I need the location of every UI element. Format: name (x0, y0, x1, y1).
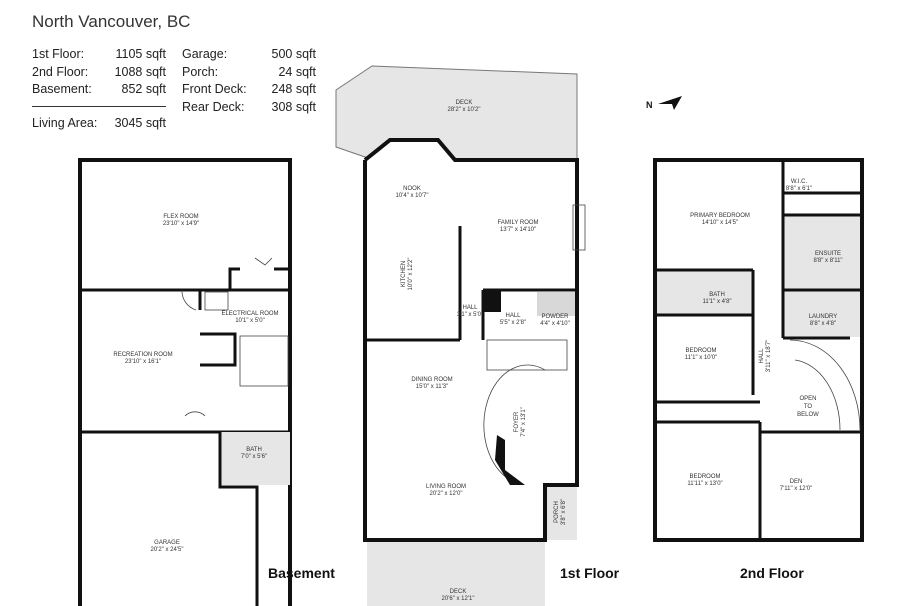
room-label: PORCH (554, 501, 560, 523)
room-label: 3'8" x 6'8" (561, 499, 567, 525)
room-label: ELECTRICAL ROOM (221, 311, 278, 317)
compass-north-arrow-icon: N (646, 96, 682, 110)
room-label: 4'4" x 4'10" (540, 321, 570, 327)
room-label: 11'1" x 10'0" (685, 355, 717, 361)
room-label: ENSUITE (815, 251, 841, 257)
room-label: KITCHEN (401, 261, 407, 287)
room-label: 8'8" x 6'1" (786, 186, 812, 192)
stat-label: 1st Floor: (32, 47, 85, 61)
room-label: DECK (456, 100, 473, 106)
room-label: FOYER (514, 411, 520, 432)
room-label: 15'0" x 11'3" (416, 384, 448, 390)
room-label: DEN (790, 479, 803, 485)
page-title: North Vancouver, BC (32, 12, 191, 31)
room-label: 7'0" x 5'6" (241, 454, 267, 460)
room-label: 23'10" x 16'1" (125, 359, 161, 365)
room-label: 7'11" x 12'0" (780, 486, 812, 492)
room-label: 3'11" x 18'7" (766, 340, 772, 372)
stat-label: Basement: (32, 82, 92, 96)
room-label: GARAGE (154, 540, 180, 546)
room-label: 10'4" x 10'7" (396, 193, 429, 199)
room-label: 20'2" x 24'5" (151, 547, 184, 553)
room-label: 20'6" x 12'1" (442, 596, 475, 602)
room-label: 23'10" x 14'9" (163, 221, 199, 227)
room-label: 10'1" x 5'0" (235, 318, 265, 324)
room-label: BATH (709, 292, 725, 298)
divider (32, 106, 166, 107)
stat-value: 24 sqft (278, 64, 316, 79)
room-label: 14'10" x 14'5" (702, 220, 738, 226)
room-label: HALL (462, 305, 478, 311)
room-label: BEDROOM (685, 348, 716, 354)
room-label: 10'0" x 12'2" (408, 258, 414, 291)
stat-row: Rear Deck: 308 sqft (182, 99, 316, 117)
stat-value: 308 sqft (271, 99, 316, 114)
room-label: W.I.C. (791, 179, 808, 185)
room-label: 11'11" x 13'0" (687, 481, 722, 487)
stat-label: Front Deck: (182, 82, 247, 96)
stat-value: 1105 sqft (115, 47, 166, 61)
living-area-total: Living Area: 3045 sqft (32, 116, 166, 130)
room-label: NOOK (403, 186, 421, 192)
room-label: DINING ROOM (411, 377, 452, 383)
stat-label: Porch: (182, 64, 219, 79)
stat-label: Garage: (182, 47, 228, 61)
room-label: 28'2" x 10'2" (448, 107, 481, 113)
basement-plan: FLEX ROOM 23'10" x 14'9" ELECTRICAL ROOM… (78, 158, 292, 606)
room-label: 8'8" x 4'8" (810, 321, 836, 327)
stat-row: 1st Floor: 1105 sqft (32, 46, 166, 64)
room-label: BEDROOM (689, 474, 720, 480)
room-label: LAUNDRY (809, 314, 838, 320)
room-label: FLEX ROOM (163, 214, 198, 220)
stat-value: 248 sqft (271, 82, 316, 96)
room-label: LIVING ROOM (426, 484, 466, 490)
room-label: HALL (759, 348, 765, 364)
stat-value: 500 sqft (271, 47, 316, 61)
extra-area-stats: Garage: 500 sqft Porch: 24 sqft Front Deck… (182, 46, 316, 116)
stat-value: 1088 sqft (114, 64, 166, 79)
stat-row: Porch: 24 sqft (182, 64, 316, 82)
room-label: 3'1" x 5'0" (457, 312, 483, 318)
second-floor-plan: W.I.C. 8'8" x 6'1" PRIMARY BEDROOM 14'10… (653, 158, 864, 542)
stat-row: Garage: 500 sqft (182, 46, 316, 64)
first-floor-plan: DECK 28'2" x 10'2" NOOK 10'4" x 10'7" FA… (335, 65, 586, 606)
room-label-open-to-below: OPEN TO BELOW (797, 396, 819, 418)
room-label: BATH (246, 447, 262, 453)
floor-label-basement: Basement (268, 565, 335, 581)
floor-label-1st-floor: 1st Floor (560, 565, 620, 581)
room-label: PRIMARY BEDROOM (690, 213, 750, 219)
room-label: FAMILY ROOM (497, 220, 538, 226)
room-label: 11'1" x 4'8" (702, 299, 731, 305)
room-label: RECREATION ROOM (113, 352, 172, 358)
room-label: POWDER (542, 314, 570, 320)
room-label: 5'5" x 2'8" (500, 320, 526, 326)
room-label: 20'2" x 12'0" (430, 491, 463, 497)
room-label: 7'4" x 13'1" (521, 407, 527, 437)
stat-row: Front Deck: 248 sqft (182, 81, 316, 99)
room-label: HALL (505, 313, 521, 319)
stat-row: Basement: 852 sqft (32, 81, 166, 99)
floor-label-2nd-floor: 2nd Floor (740, 565, 804, 581)
room-label: DECK (450, 589, 467, 595)
floor-area-stats: 1st Floor:1105 sqft 2nd Floor:1088 sqft … (32, 46, 166, 99)
stat-value: 852 sqft (121, 82, 166, 96)
stat-row: 2nd Floor: 1088 sqft (32, 64, 166, 82)
stat-label: Living Area: (32, 116, 98, 130)
stat-label: 2nd Floor: (32, 64, 89, 79)
room-label: 13'7" x 14'10" (500, 227, 536, 233)
stat-value: 3045 sqft (114, 116, 166, 130)
room-label: N (646, 100, 653, 110)
room-label: 8'8" x 8'11" (813, 258, 842, 264)
stat-label: Rear Deck: (182, 99, 245, 114)
